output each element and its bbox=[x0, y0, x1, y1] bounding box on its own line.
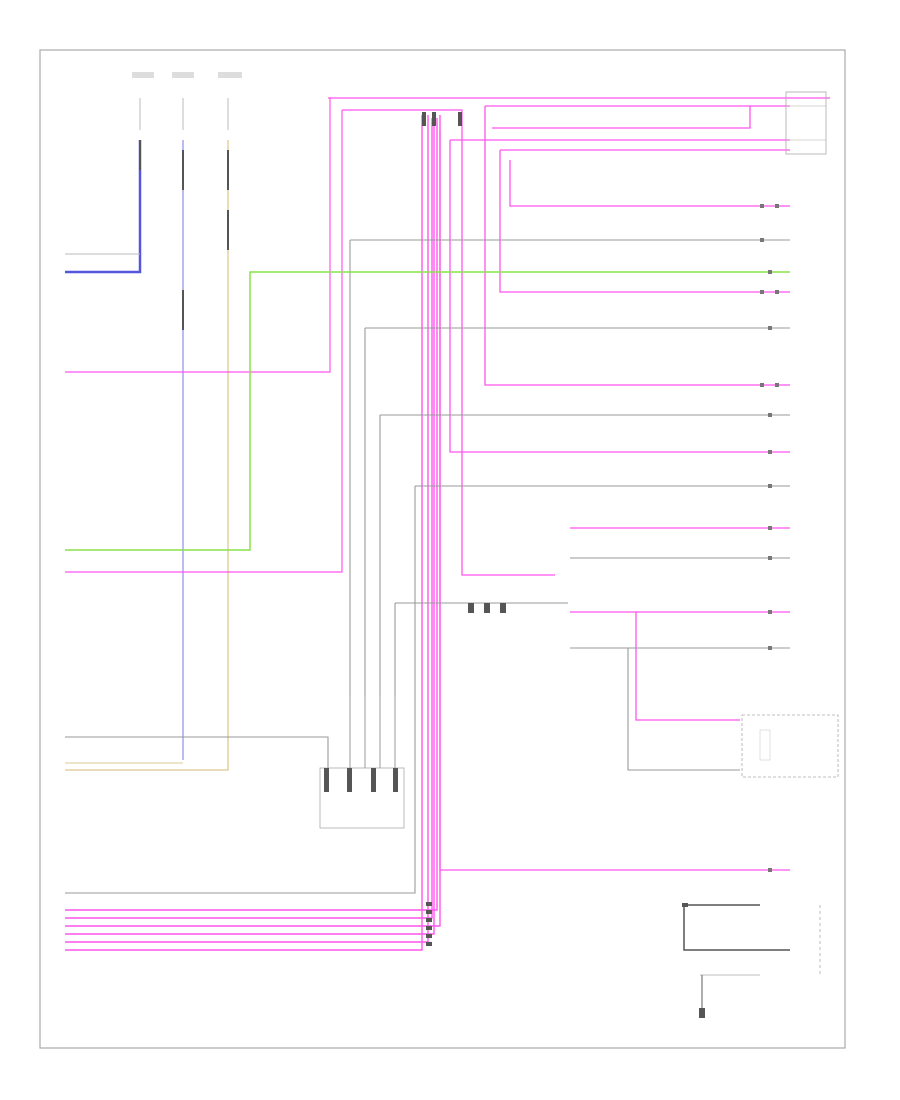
bottom-connector bbox=[319, 695, 405, 829]
lower-right-module bbox=[682, 903, 821, 975]
fuse-feeds bbox=[132, 72, 242, 130]
ground-point bbox=[699, 974, 760, 1018]
right-pink-feeds bbox=[449, 105, 790, 721]
bundle-connector-dots bbox=[422, 112, 462, 946]
right-connector bbox=[785, 91, 827, 155]
pink-right-run bbox=[439, 130, 790, 871]
tan-wire bbox=[65, 140, 229, 771]
fuse-segments bbox=[139, 140, 229, 330]
blue-wire bbox=[65, 140, 142, 274]
diagram-frame bbox=[39, 49, 846, 1049]
junction-top-pink bbox=[65, 97, 331, 373]
combo-meter bbox=[741, 714, 839, 778]
right-gray-feeds bbox=[65, 239, 790, 894]
splice-connector bbox=[468, 603, 506, 613]
junction-second-bus bbox=[342, 109, 463, 130]
green-wire bbox=[65, 271, 790, 551]
junction-second-pink bbox=[65, 110, 343, 573]
pin-marks bbox=[760, 204, 779, 872]
